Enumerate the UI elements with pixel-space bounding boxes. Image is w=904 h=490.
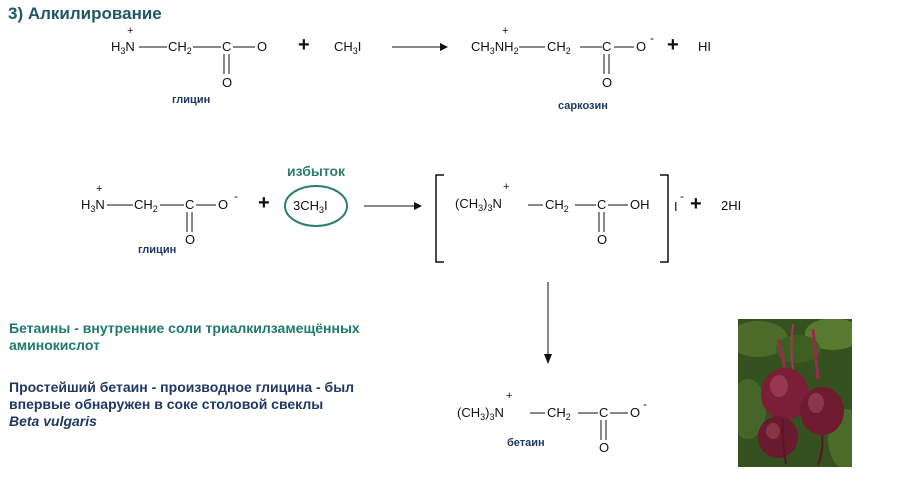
charge-plus: +	[127, 25, 134, 37]
plus-sign: +	[667, 34, 679, 56]
left-bracket	[435, 174, 444, 263]
trimethylammonium: (CH3)3N	[457, 405, 504, 422]
excess-ellipse	[284, 185, 348, 227]
history-text: Простейший бетаин - производное глицина …	[9, 379, 355, 429]
ch2-group: CH2	[547, 39, 571, 56]
charge-plus: +	[96, 183, 103, 195]
oxygen-atom: O	[599, 440, 610, 455]
oxygen-atom: O	[602, 75, 613, 90]
ch2-group: CH2	[547, 405, 571, 422]
charge-minus: -	[650, 31, 654, 45]
charge-plus: +	[506, 390, 513, 402]
section-title: 3) Алкилирование	[8, 4, 162, 23]
ch2-group: CH2	[168, 39, 192, 56]
plus-sign: +	[298, 34, 310, 56]
oxygen-atom: O	[257, 39, 268, 54]
oxygen-atom: O	[597, 232, 608, 247]
label-glycine: глицин	[172, 94, 211, 106]
right-bracket	[660, 174, 669, 263]
carbon-atom: C	[602, 39, 612, 54]
charge-minus: -	[234, 189, 238, 203]
trimethylammonium: (CH3)3N	[455, 196, 502, 213]
ch2-group: CH2	[545, 197, 569, 214]
label-glycine: глицин	[138, 244, 177, 256]
hydrogen-iodide: 2HI	[721, 198, 742, 213]
charge-plus: +	[503, 181, 510, 193]
definition-text: Бетаины - внутренние соли триалкилзамещё…	[9, 320, 360, 353]
charge-minus: -	[643, 397, 647, 411]
iodide-ion: I	[674, 199, 678, 214]
beetroot-photo	[738, 319, 852, 467]
carbon-atom: C	[222, 39, 232, 54]
charge-plus: +	[502, 25, 509, 37]
oxygen-atom: O	[185, 232, 196, 247]
methyl-iodide-excess: 3CH3I	[293, 198, 328, 215]
label-betaine: бетаин	[507, 437, 545, 449]
label-excess: избыток	[287, 163, 346, 179]
sarcosine-amine: CH3NH2	[471, 39, 519, 56]
arrow-head	[544, 354, 552, 364]
arrow-head	[414, 202, 422, 210]
oxygen-atom: O	[630, 405, 641, 420]
hydroxyl-group: OH	[630, 197, 650, 212]
oxygen-atom: O	[218, 197, 229, 212]
label-sarcosine: саркозин	[558, 100, 608, 112]
arrow-head	[440, 43, 448, 51]
glycine-amine: H3N	[111, 39, 135, 56]
glycine-amine: H3N	[81, 197, 105, 214]
oxygen-atom: O	[222, 75, 233, 90]
charge-minus: -	[680, 189, 684, 203]
hydrogen-iodide: HI	[698, 39, 711, 54]
plus-sign: +	[690, 193, 702, 215]
carbon-atom: C	[185, 197, 195, 212]
beetroot-image	[738, 319, 852, 467]
plus-sign: +	[258, 192, 270, 214]
methyl-iodide: CH3I	[334, 39, 362, 56]
carbon-atom: C	[599, 405, 609, 420]
carbon-atom: C	[597, 197, 607, 212]
ch2-group: CH2	[134, 197, 158, 214]
oxygen-atom: O	[636, 39, 647, 54]
